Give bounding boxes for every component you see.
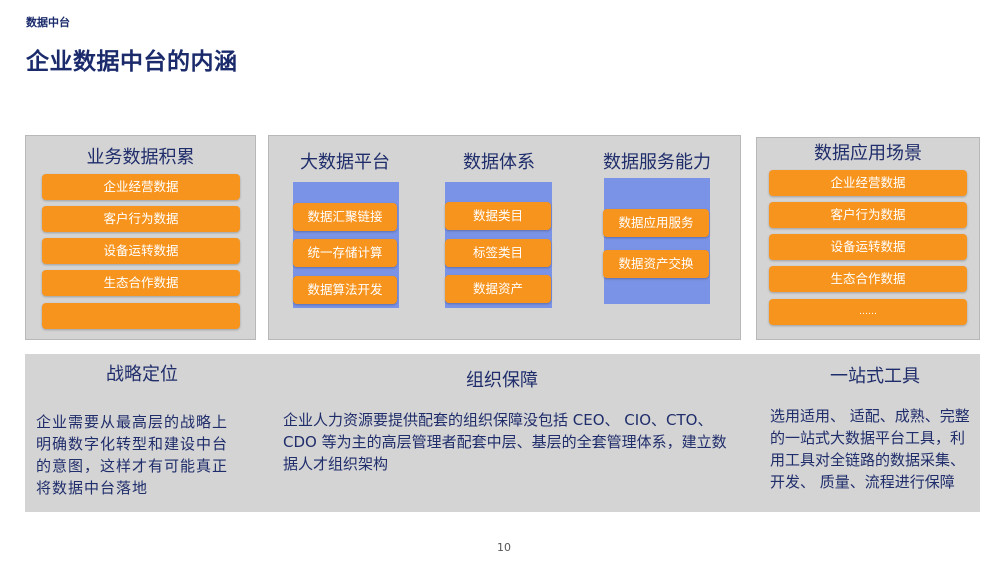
- list-item: 客户行为数据: [42, 206, 240, 232]
- tools-text: 选用适用、 适配、成熟、完整的一站式大数据平台工具，利用工具对全链路的数据采集、…: [770, 407, 970, 491]
- support-panel: 战略定位 企业需要从最高层的战略上明确数字化转型和建设中台的意图，这样才有可能真…: [25, 354, 980, 512]
- list-item: 企业经营数据: [769, 170, 967, 196]
- list-item: 设备运转数据: [42, 238, 240, 264]
- list-item: [42, 303, 240, 329]
- list-item: 数据类目: [445, 202, 551, 230]
- column-title: 数据体系: [463, 152, 535, 173]
- panel-title: 业务数据积累: [86, 147, 195, 168]
- blue-column: [604, 178, 710, 304]
- list-item: 数据资产: [445, 275, 551, 303]
- list-item: 数据算法开发: [293, 276, 397, 304]
- list-item: 生态合作数据: [42, 270, 240, 296]
- list-item: 客户行为数据: [769, 202, 967, 228]
- list-item: 数据资产交换: [603, 250, 709, 278]
- list-item: 企业经营数据: [42, 174, 240, 200]
- application-scenario-panel: 数据应用场景 企业经营数据 客户行为数据 设备运转数据 生态合作数据 ……: [756, 137, 980, 340]
- business-data-panel: 业务数据积累 企业经营数据 客户行为数据 设备运转数据 生态合作数据: [25, 135, 256, 340]
- strategy-text: 企业需要从最高层的战略上明确数字化转型和建设中台的意图，这样才有可能真正将数据中…: [36, 413, 229, 497]
- page-title: 企业数据中台的内涵: [26, 49, 238, 75]
- organization-title: 组织保障: [466, 370, 538, 391]
- list-item: 数据应用服务: [603, 209, 709, 237]
- list-item: 设备运转数据: [769, 234, 967, 260]
- section-label: 数据中台: [26, 16, 70, 29]
- column-title: 数据服务能力: [603, 152, 711, 173]
- strategy-title: 战略定位: [106, 364, 178, 385]
- list-item: 生态合作数据: [769, 266, 967, 292]
- column-title: 大数据平台: [300, 152, 390, 173]
- list-item: 标签类目: [445, 239, 551, 267]
- panel-title: 数据应用场景: [814, 143, 922, 164]
- page-number: 10: [497, 541, 511, 554]
- tools-title: 一站式工具: [830, 366, 920, 387]
- platform-panel: 大数据平台 数据汇聚链接 统一存储计算 数据算法开发 数据体系 数据类目 标签类…: [268, 135, 741, 340]
- organization-text: 企业人力资源要提供配套的组织保障没包括 CEO、 CIO、CTO、 CDO 等为…: [283, 411, 727, 473]
- list-item: 统一存储计算: [293, 239, 397, 267]
- list-item: 数据汇聚链接: [293, 203, 397, 231]
- list-item: ……: [769, 299, 967, 325]
